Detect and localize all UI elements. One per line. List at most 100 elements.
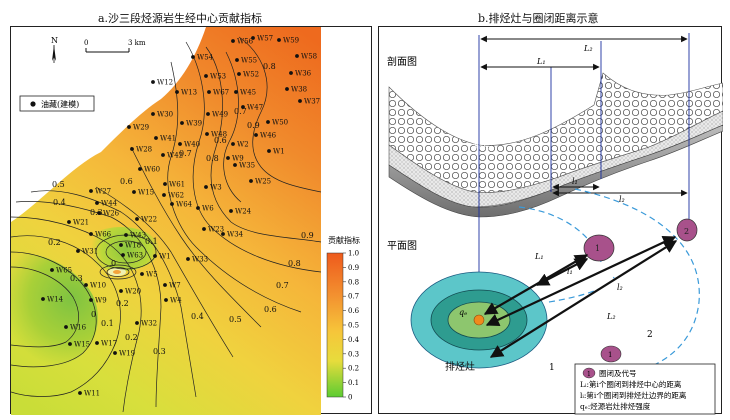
isoline-label: 0.6 xyxy=(264,305,277,314)
dark-layer xyxy=(388,124,724,218)
trap-1: 1 xyxy=(583,234,615,262)
well-label: W15 xyxy=(74,341,90,349)
well-marker xyxy=(186,257,190,261)
well-W47: W47 xyxy=(241,104,263,112)
well-label: W18 xyxy=(125,242,141,250)
well-label: W45 xyxy=(240,89,256,97)
well-marker xyxy=(76,249,80,253)
well-W17: W17 xyxy=(95,340,117,348)
well-marker xyxy=(89,232,93,236)
well-marker xyxy=(254,133,258,137)
well-marker xyxy=(132,190,136,194)
well-W44: W44 xyxy=(95,200,118,208)
well-label: W42 xyxy=(167,152,183,160)
well-marker xyxy=(285,87,289,91)
isoline-label: 0.8 xyxy=(263,62,276,71)
high-spot-core xyxy=(113,270,121,274)
well-label: W65 xyxy=(56,267,72,275)
well-marker xyxy=(89,298,93,302)
well-W59: W59 xyxy=(277,37,299,45)
label-L1-top: L₁ xyxy=(536,57,546,66)
well-marker xyxy=(151,112,155,116)
well-W2: W2 xyxy=(231,141,249,149)
isoline-labels: 0.90.80.70.60.50.40.30.20.100.60.50.40.3… xyxy=(48,62,314,356)
oil-reservoir-marker xyxy=(30,101,36,107)
colorbar: 贡献指标 1.00.90.80.70.60.50.40.30.20.10 xyxy=(326,235,360,402)
well-label: W40 xyxy=(184,141,200,149)
well-W46: W46 xyxy=(254,132,277,140)
well-marker xyxy=(249,179,253,183)
isoline-label: 0.6 xyxy=(120,177,133,186)
well-W11: W11 xyxy=(78,390,100,398)
well-marker xyxy=(41,297,45,301)
well-marker xyxy=(266,120,270,124)
well-marker xyxy=(170,202,174,206)
well-marker xyxy=(138,167,142,171)
well-W1: W1 xyxy=(153,253,171,261)
well-marker xyxy=(151,80,155,84)
well-marker xyxy=(97,211,101,215)
well-label: W38 xyxy=(291,86,307,94)
well-marker xyxy=(95,341,99,345)
well-marker xyxy=(233,163,237,167)
well-marker xyxy=(162,193,166,197)
well-marker xyxy=(113,351,117,355)
kitchen-label: 排烃灶 xyxy=(445,360,475,373)
well-label: W53 xyxy=(210,73,226,81)
well-W41: W41 xyxy=(154,135,176,143)
well-marker xyxy=(207,90,211,94)
well-marker xyxy=(130,147,134,151)
isoline-label: 0.3 xyxy=(70,274,83,283)
well-label: W29 xyxy=(133,124,149,132)
well-W10: W10 xyxy=(84,282,106,290)
isoline-label: 0.4 xyxy=(191,312,204,321)
well-marker xyxy=(164,298,168,302)
well-label: W44 xyxy=(101,200,118,208)
well-W58: W58 xyxy=(295,53,317,61)
well-W36: W36 xyxy=(289,70,312,78)
well-W32: W32 xyxy=(135,320,157,328)
well-marker xyxy=(135,321,139,325)
low-zone-west xyxy=(11,253,98,367)
isolines xyxy=(10,36,322,413)
well-marker xyxy=(135,217,139,221)
well-W50: W50 xyxy=(266,119,288,127)
well-label: W41 xyxy=(160,135,176,143)
north-arrow: N xyxy=(51,36,58,63)
legend-L: Lᵢ:第i个圈闭到排烃中心的距离 xyxy=(580,379,682,389)
well-W26: W26 xyxy=(97,210,120,218)
well-marker xyxy=(295,54,299,58)
well-W63: W63 xyxy=(121,252,143,260)
well-W5: W5 xyxy=(140,271,158,279)
well-label: W59 xyxy=(283,37,299,45)
well-marker xyxy=(221,232,225,236)
well-W9: W9 xyxy=(89,297,107,305)
well-label: W19 xyxy=(119,350,135,358)
well-W29: W29 xyxy=(127,124,149,132)
label-L2-plan: L₂ xyxy=(606,312,616,321)
legend-l: lᵢ:第i个圈闭到排烃灶边界的距离 xyxy=(580,390,687,400)
isoline-label: 0.7 xyxy=(179,149,192,158)
colorbar-tick-label: 0.9 xyxy=(348,264,359,272)
isoline-label: 0.6 xyxy=(214,136,227,145)
isoline-label: 0.4 xyxy=(53,198,66,207)
well-W23: W23 xyxy=(202,226,224,234)
well-label: W63 xyxy=(127,252,143,260)
contribution-map: 0.90.80.70.60.50.40.30.20.100.60.50.40.3… xyxy=(10,27,360,415)
well-marker xyxy=(78,391,82,395)
well-label: W67 xyxy=(213,89,229,97)
well-label: W30 xyxy=(157,111,173,119)
dimension-arrows xyxy=(480,35,688,197)
well-label: W23 xyxy=(208,226,224,234)
trap-1-label: 1 xyxy=(595,244,600,253)
well-label: W55 xyxy=(241,57,257,65)
well-W52: W52 xyxy=(237,71,259,79)
well-label: W13 xyxy=(181,89,197,97)
colorbar-tick-label: 0.6 xyxy=(348,307,360,315)
well-marker xyxy=(204,74,208,78)
well-marker xyxy=(50,268,54,272)
well-label: W66 xyxy=(95,231,112,239)
isoline-label: 0.1 xyxy=(101,319,114,328)
well-marker xyxy=(231,142,235,146)
